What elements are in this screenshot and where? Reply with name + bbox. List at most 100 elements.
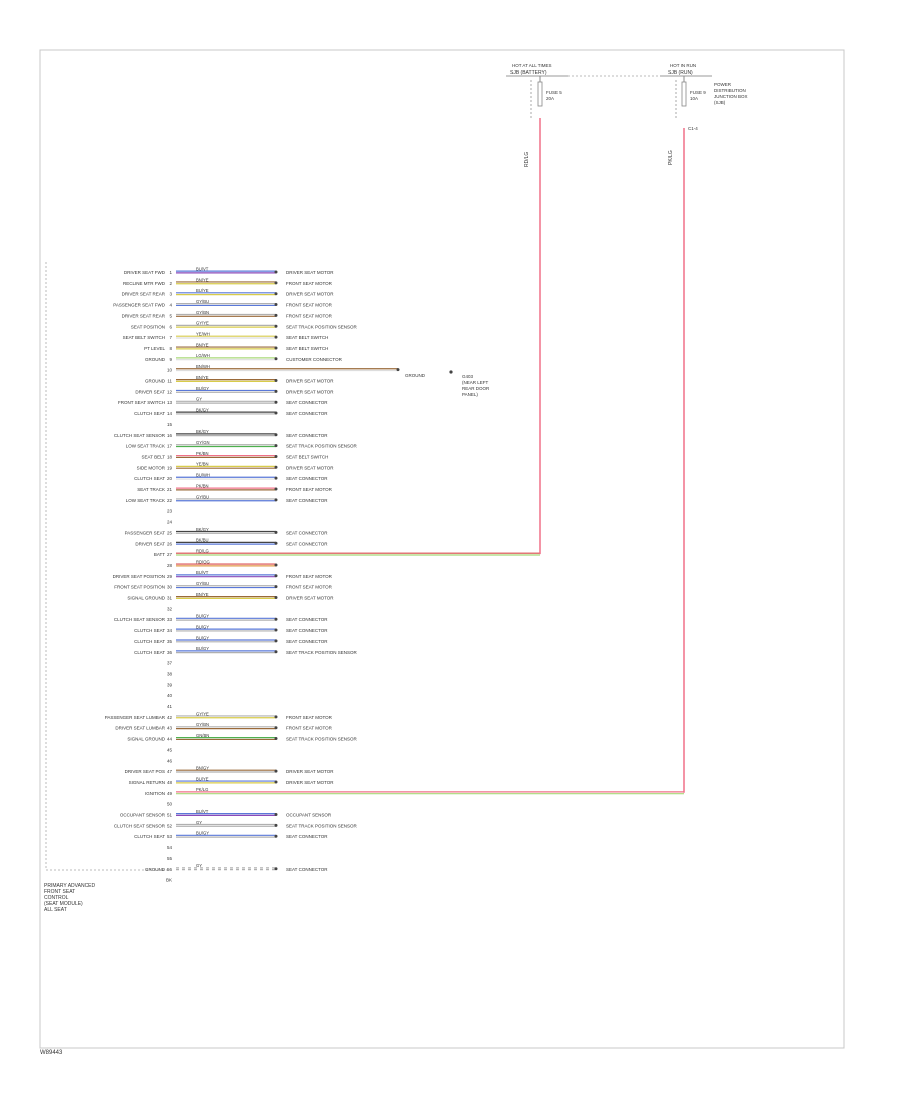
terminal-dot [274,574,278,578]
pin-function-label: FRONT SEAT SWITCH [118,400,165,405]
wire-color-label: BN/YE [196,592,209,597]
pin-destination: SEAT CONNECTOR [286,541,328,546]
pin-number: 55 [167,856,173,861]
terminal-dot [274,303,278,307]
pin-number: 2 [169,281,172,286]
pin-destination: FRONT SEAT MOTOR [286,313,333,318]
power-note: (SJB) [714,100,726,105]
wire-color-label: GY/BU [196,494,209,499]
pin-number: 7 [169,335,172,340]
pin-function-label: DRIVER SEAT LUMBAR [115,726,165,731]
pin-function-label: FRONT SEAT POSITION [114,585,165,590]
terminal-dot [274,780,278,784]
pin-function-label: SIGNAL GROUND [127,737,165,742]
pin-number: 51 [167,813,173,818]
footer-label: W89443 [40,1050,63,1056]
pin-number: 41 [167,704,173,709]
power-source-title: HOT IN RUN [670,63,696,68]
terminal-dot [274,487,278,491]
terminal-dot [274,628,278,632]
pin-number: 43 [167,726,173,731]
fuse-label: FUSE 5 [546,90,562,95]
wire-color-label: BK/GY [196,527,209,532]
pin-number: 6 [169,324,172,329]
pin-number: 27 [167,552,173,557]
pin-number: 38 [167,671,173,676]
pin-function-label: DRIVER SEAT POS [125,769,165,774]
wire-color-label: GY/BN [196,310,209,315]
terminal-dot [274,530,278,534]
power-note: JUNCTION BOX [714,94,748,99]
wire-color-label: GY [196,397,202,402]
wire-color-label: BU/GY [196,624,209,629]
pin-number: 33 [167,617,173,622]
wire-color-label: BK/BU [196,538,209,543]
ground-target-line: PANEL) [462,392,478,397]
pin-number: 34 [167,628,173,633]
pin-number: 9 [169,357,172,362]
wire-color-label: BU/GY [196,386,209,391]
terminal-dot [274,400,278,404]
pin-number: 42 [167,715,173,720]
pin-number: 18 [167,454,173,459]
module-title-line: CONTROL [44,895,69,901]
terminal-dot [274,433,278,437]
wire-color-label: YE/BN [196,462,209,467]
power-wire-color: PK/LG [668,150,674,165]
pin-function-label: SEAT POSITION [131,324,165,329]
pin-number: 1 [169,270,172,275]
terminal-dot [274,346,278,350]
pin-function-label: GROUND [145,379,166,384]
ground-target-line: G403 [462,374,474,379]
pin-number: 11 [167,379,172,384]
diagram-border [39,49,845,1049]
wire-color-label: PK/LG [196,787,208,792]
power-note: POWER [714,82,732,87]
pin-destination: SEAT CONNECTOR [286,433,328,438]
fuse-symbol [681,81,687,107]
wire-color-label: YE/WH [196,332,210,337]
ground-target-line: REAR DOOR [462,386,490,391]
pin-destination: DRIVER SEAT MOTOR [286,292,334,297]
pin-function-label: IGNITION [145,791,165,796]
power-source-battery: HOT AT ALL TIMES SJB (BATTERY) FUSE 5 20… [506,63,568,167]
wire-color-label: BU/YE [196,776,209,781]
pin-destination: DRIVER SEAT MOTOR [286,389,334,394]
pin-number: 46 [167,758,173,763]
pin-destination: SEAT TRACK POSITION SENSOR [286,823,358,828]
wire-color-label: RD/OG [196,559,210,564]
pin-destination: DRIVER SEAT MOTOR [286,769,334,774]
wire-color-label: BU/VT [196,570,209,575]
pin-destination: SEAT CONNECTOR [286,400,328,405]
pin-number: 20 [167,476,173,481]
pin-number: 37 [167,661,173,666]
pin-number: 40 [167,693,173,698]
terminal-dot [274,335,278,339]
pin-number: 17 [167,444,173,449]
pin-function-label: DRIVER SEAT REAR [122,313,166,318]
terminal-dot [274,563,278,567]
pin-number: 13 [167,400,173,405]
pin-function-label: RECLINE MTR FWD [123,281,166,286]
pin-destination: CUSTOMER CONNECTOR [286,357,343,362]
pin-function-label: SIDE MOTOR [137,465,166,470]
terminal-dot [274,357,278,361]
pin-function-label: BATT [154,552,165,557]
pin-number: 48 [167,780,173,785]
pin-function-label: SEAT BELT SWITCH [123,335,165,340]
terminal-dot [274,823,278,827]
terminal-dot [274,465,278,469]
wire-color-label: BN/YE [196,342,209,347]
pin-function-label: CLUTCH SEAT [134,411,165,416]
pin-function-label: CLUTCH SEAT [134,476,165,481]
pin-destination: SEAT CONNECTOR [286,530,328,535]
pin-number: 54 [167,845,173,850]
pin-destination: SEAT BELT SWITCH [286,335,328,340]
pin-function-label: SIGNAL RETURN [129,780,165,785]
pin-destination: SEAT CONNECTOR [286,476,328,481]
pin-number: 8 [169,346,172,351]
pin-number: 29 [167,574,173,579]
pin-number: 5 [169,313,172,318]
pin-number: 16 [167,433,173,438]
wire-color-label: GY [196,820,202,825]
